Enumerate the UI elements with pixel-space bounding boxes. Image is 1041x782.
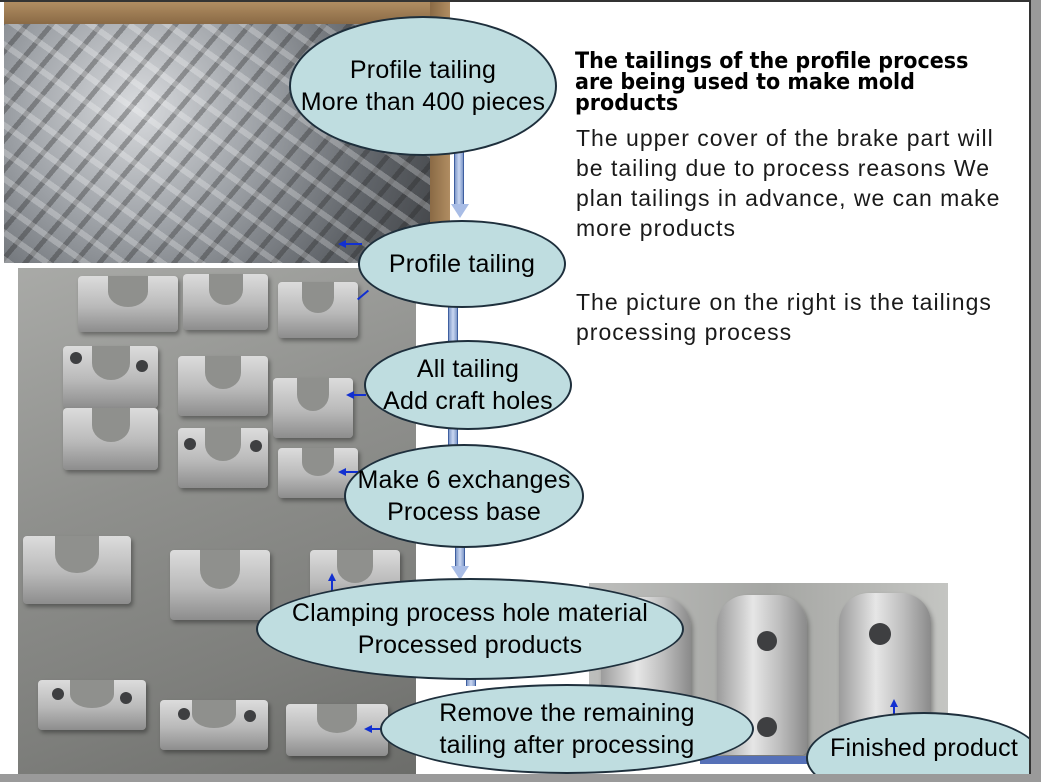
- part-piece: [178, 428, 268, 488]
- pointer-arrowhead: [338, 240, 346, 248]
- pointer-arrowhead: [346, 391, 354, 399]
- step-profile-tailing-pieces: Profile tailing More than 400 pieces: [289, 16, 557, 156]
- part-piece: [183, 274, 268, 330]
- craft-hole: [136, 360, 148, 372]
- step-line: Processed products: [357, 631, 583, 659]
- step-remove-remaining-tailing: Remove the remaining tailing after proce…: [380, 684, 754, 774]
- part-piece: [78, 276, 178, 332]
- part-piece: [273, 378, 353, 438]
- part-piece: [63, 408, 158, 470]
- craft-hole: [178, 708, 190, 720]
- craft-hole: [757, 631, 777, 651]
- pointer-arrowhead: [890, 699, 898, 707]
- pointer-arrow: [344, 243, 362, 245]
- flow-connector: [448, 306, 458, 344]
- pointer-arrowhead: [364, 725, 372, 733]
- part-piece: [170, 550, 270, 620]
- part-piece: [286, 704, 388, 756]
- description-paragraph: The upper cover of the brake part will b…: [576, 125, 1001, 241]
- machined-parts-photo: [18, 268, 416, 774]
- step-profile-tailing: Profile tailing: [358, 220, 566, 308]
- step-add-craft-holes: All tailing Add craft holes: [364, 340, 572, 430]
- pointer-arrow: [370, 728, 384, 730]
- frame-right-edge: [1029, 0, 1031, 782]
- craft-hole: [52, 688, 64, 700]
- slide-heading: The tailings of the profile process are …: [575, 49, 969, 116]
- pointer-arrow: [352, 394, 366, 396]
- step-line: Finished product: [829, 734, 1019, 762]
- description-paragraph: The picture on the right is the tailings…: [576, 289, 992, 345]
- flow-connector: [448, 424, 458, 450]
- flow-arrowhead: [451, 566, 469, 580]
- step-line: Process base: [387, 498, 541, 526]
- step-line: Remove the remaining: [439, 699, 695, 727]
- flow-connector-horizontal: [700, 756, 808, 764]
- pointer-arrow: [893, 706, 895, 718]
- pointer-arrowhead: [328, 573, 336, 581]
- craft-hole: [250, 440, 262, 452]
- step-line: Profile tailing: [388, 250, 536, 278]
- cardboard-box-edge: [4, 2, 450, 24]
- part-piece: [278, 282, 358, 338]
- step-line: Make 6 exchanges: [357, 466, 571, 494]
- step-line: Clamping process hole material: [291, 599, 649, 627]
- step-finished-product: Finished product: [806, 712, 1041, 782]
- part-piece: [160, 700, 268, 750]
- flow-arrowhead: [451, 204, 469, 218]
- pointer-arrowhead: [338, 468, 346, 476]
- craft-hole: [757, 717, 777, 737]
- part-piece: [38, 680, 146, 730]
- step-clamping-process: Clamping process hole material Processed…: [256, 578, 684, 680]
- step-process-base: Make 6 exchanges Process base: [344, 444, 584, 548]
- step-line: More than 400 pieces: [300, 88, 546, 116]
- craft-hole: [869, 623, 891, 645]
- step-line: Profile tailing: [349, 56, 497, 84]
- craft-hole: [244, 710, 256, 722]
- frame-right-shadow: [1031, 0, 1041, 782]
- craft-hole: [184, 438, 196, 450]
- craft-hole: [120, 692, 132, 704]
- flow-connector: [455, 540, 465, 570]
- frame-top: [0, 0, 1041, 2]
- frame-bottom-shadow: [0, 774, 1041, 782]
- step-line: All tailing: [416, 355, 520, 383]
- craft-hole: [70, 352, 82, 364]
- flow-connector: [454, 150, 464, 208]
- step-line: tailing after processing: [439, 731, 695, 759]
- step-line: Add craft holes: [383, 387, 553, 415]
- part-piece: [178, 356, 268, 416]
- pointer-arrow: [344, 471, 358, 473]
- part-piece: [23, 536, 131, 604]
